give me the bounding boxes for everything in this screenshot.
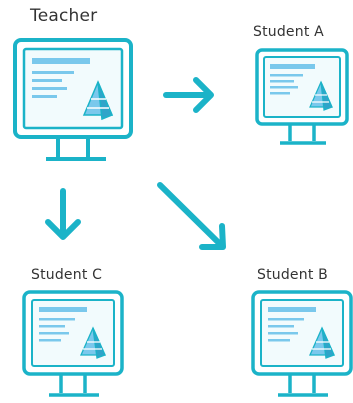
pyramid-chart-icon	[82, 80, 114, 121]
pyramid-chart-icon	[309, 80, 333, 111]
pyramid-chart-icon	[79, 326, 107, 359]
student-b-computer-icon	[251, 290, 353, 397]
student-a-label: Student A	[253, 24, 324, 40]
arrow-right-icon	[163, 77, 214, 113]
arrow-down-icon	[45, 188, 81, 240]
teacher-computer-icon	[13, 38, 133, 161]
pyramid-chart-icon	[308, 326, 336, 359]
student-b-label: Student B	[257, 267, 328, 283]
teacher-label: Teacher	[30, 6, 98, 26]
student-c-label: Student C	[31, 267, 103, 283]
student-c-computer-icon	[22, 290, 124, 397]
student-a-computer-icon	[255, 48, 349, 145]
arrow-diagonal-icon	[157, 182, 226, 250]
